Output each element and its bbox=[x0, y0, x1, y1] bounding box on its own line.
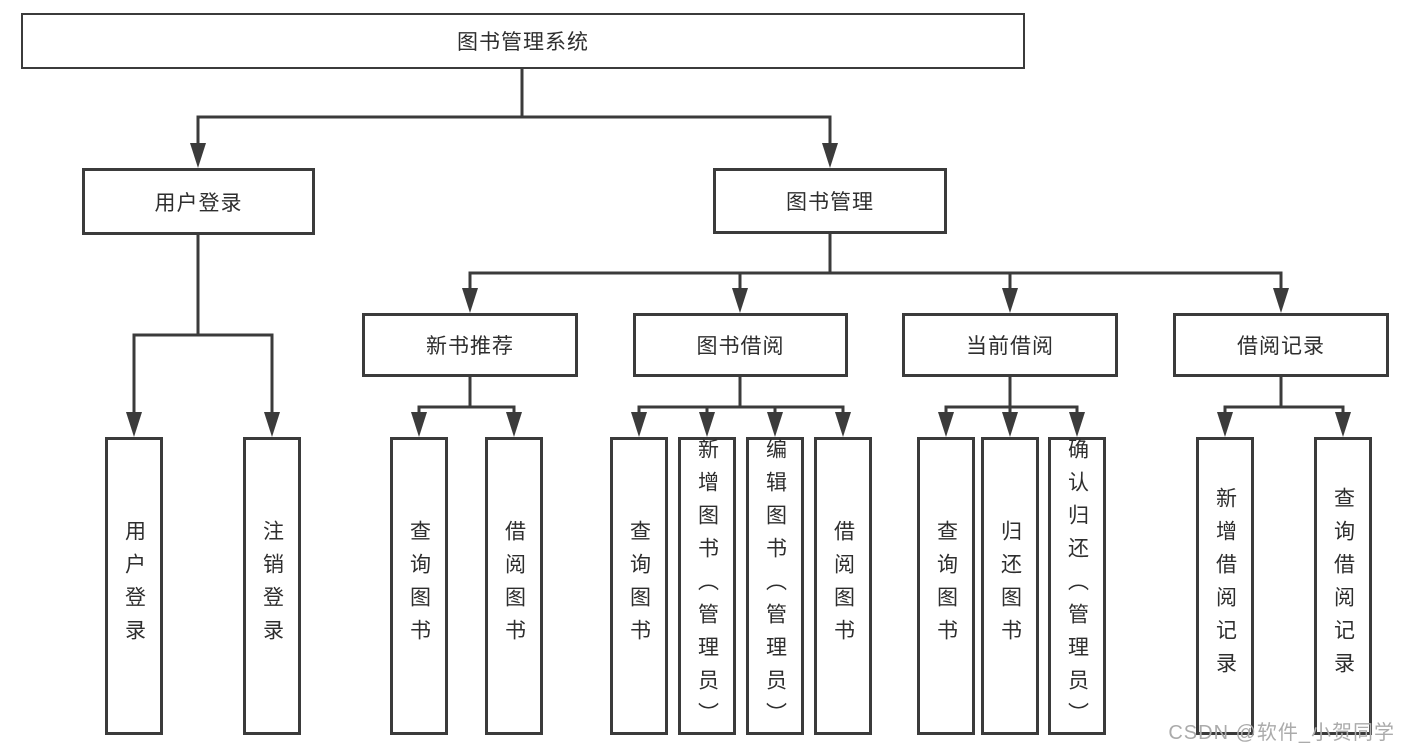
leaf-label: 新增借阅记录 bbox=[1213, 487, 1237, 685]
leaf-edit-books-admin: 编辑图书（管理员） bbox=[746, 437, 804, 735]
leaf-borrow-books-recommend: 借阅图书 bbox=[485, 437, 543, 735]
node-book-borrowing: 图书借阅 bbox=[633, 313, 848, 377]
node-user-login: 用户登录 bbox=[82, 168, 315, 235]
leaf-label: 查询图书 bbox=[627, 520, 651, 652]
node-library-management-system: 图书管理系统 bbox=[21, 13, 1025, 69]
leaf-query-books-current: 查询图书 bbox=[917, 437, 975, 735]
leaf-add-books-admin: 新增图书（管理员） bbox=[678, 437, 736, 735]
leaf-borrow-books: 借阅图书 bbox=[814, 437, 872, 735]
node-borrowing-records: 借阅记录 bbox=[1173, 313, 1389, 377]
leaf-add-borrow-record: 新增借阅记录 bbox=[1196, 437, 1254, 735]
node-label: 新书推荐 bbox=[426, 335, 514, 358]
leaf-confirm-return-admin: 确认归还（管理员） bbox=[1048, 437, 1106, 735]
csdn-watermark: CSDN @软件_小贺同学 bbox=[1168, 722, 1395, 744]
leaf-return-books: 归还图书 bbox=[981, 437, 1039, 735]
leaf-label: 查询图书 bbox=[407, 520, 431, 652]
leaf-logout: 注销登录 bbox=[243, 437, 301, 735]
node-current-borrowing: 当前借阅 bbox=[902, 313, 1118, 377]
leaf-query-borrow-record: 查询借阅记录 bbox=[1314, 437, 1372, 735]
node-label: 当前借阅 bbox=[966, 335, 1054, 358]
node-label: 图书借阅 bbox=[696, 335, 785, 358]
leaf-label: 注销登录 bbox=[260, 520, 284, 652]
leaf-label: 借阅图书 bbox=[502, 520, 526, 652]
node-new-book-recommend: 新书推荐 bbox=[362, 313, 578, 377]
node-label: 图书管理系统 bbox=[457, 31, 589, 54]
leaf-label: 借阅图书 bbox=[831, 520, 855, 652]
leaf-query-books-borrowing: 查询图书 bbox=[610, 437, 668, 735]
leaf-user-login: 用户登录 bbox=[105, 437, 163, 735]
leaf-label: 新增图书（管理员） bbox=[695, 437, 719, 735]
node-label: 图书管理 bbox=[786, 191, 874, 214]
node-book-management: 图书管理 bbox=[713, 168, 947, 234]
leaf-label: 用户登录 bbox=[122, 520, 146, 652]
leaf-query-books-recommend: 查询图书 bbox=[390, 437, 448, 735]
leaf-label: 查询借阅记录 bbox=[1331, 487, 1355, 685]
leaf-label: 确认归还（管理员） bbox=[1065, 437, 1089, 735]
node-label: 用户登录 bbox=[154, 191, 243, 215]
leaf-label: 归还图书 bbox=[998, 520, 1022, 652]
leaf-label: 编辑图书（管理员） bbox=[763, 437, 787, 735]
leaf-label: 查询图书 bbox=[934, 520, 958, 652]
node-label: 借阅记录 bbox=[1237, 335, 1325, 358]
